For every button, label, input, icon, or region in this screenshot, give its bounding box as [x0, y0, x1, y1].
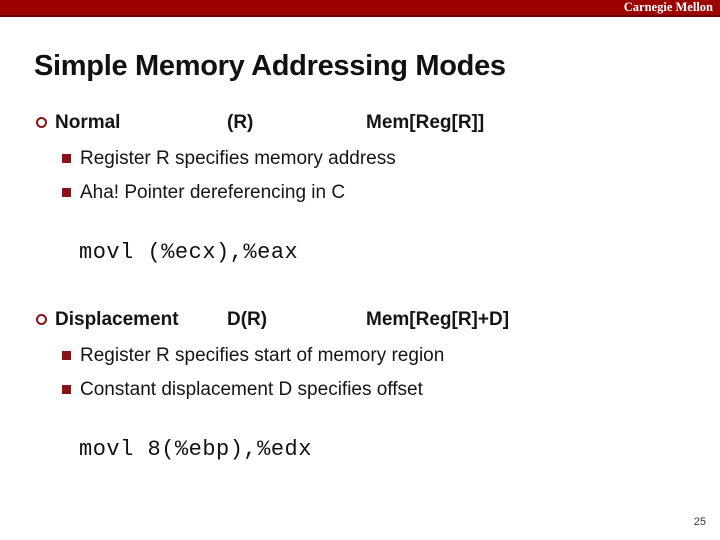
mode-term: Displacement: [55, 309, 179, 330]
list-item: Aha! Pointer dereferencing in C: [0, 182, 720, 206]
list-item-text: Register R specifies start of memory reg…: [80, 345, 445, 366]
page-number: 25: [693, 516, 706, 528]
square-bullet-icon: [62, 385, 71, 394]
section-displacement-mode: Displacement D(R) Mem[Reg[R]+D] Register…: [0, 309, 720, 499]
header-bar: Carnegie Mellon: [0, 0, 720, 17]
mode-definition-row: Displacement D(R) Mem[Reg[R]+D]: [0, 309, 720, 333]
mode-operand-syntax: D(R): [227, 309, 268, 330]
mode-effect: Mem[Reg[R]]: [366, 112, 485, 133]
list-item-text: Constant displacement D specifies offset: [80, 379, 423, 400]
assembly-code-example: movl (%ecx),%eax: [79, 240, 299, 265]
page-title: Simple Memory Addressing Modes: [34, 50, 506, 82]
list-item: Register R specifies memory address: [0, 148, 720, 172]
mode-definition-row: Normal (R) Mem[Reg[R]]: [0, 112, 720, 136]
circle-bullet-icon: [36, 117, 47, 128]
mode-operand-syntax: (R): [227, 112, 254, 133]
mode-term: Normal: [55, 112, 121, 133]
square-bullet-icon: [62, 351, 71, 360]
assembly-code-example: movl 8(%ebp),%edx: [79, 437, 312, 462]
square-bullet-icon: [62, 188, 71, 197]
mode-effect: Mem[Reg[R]+D]: [366, 309, 510, 330]
brand-text: Carnegie Mellon: [623, 0, 713, 14]
list-item-text: Register R specifies memory address: [80, 148, 396, 169]
circle-bullet-icon: [36, 314, 47, 325]
square-bullet-icon: [62, 154, 71, 163]
section-normal-mode: Normal (R) Mem[Reg[R]] Register R specif…: [0, 112, 720, 302]
list-item-text: Aha! Pointer dereferencing in C: [80, 182, 346, 203]
list-item: Register R specifies start of memory reg…: [0, 345, 720, 369]
list-item: Constant displacement D specifies offset: [0, 379, 720, 403]
